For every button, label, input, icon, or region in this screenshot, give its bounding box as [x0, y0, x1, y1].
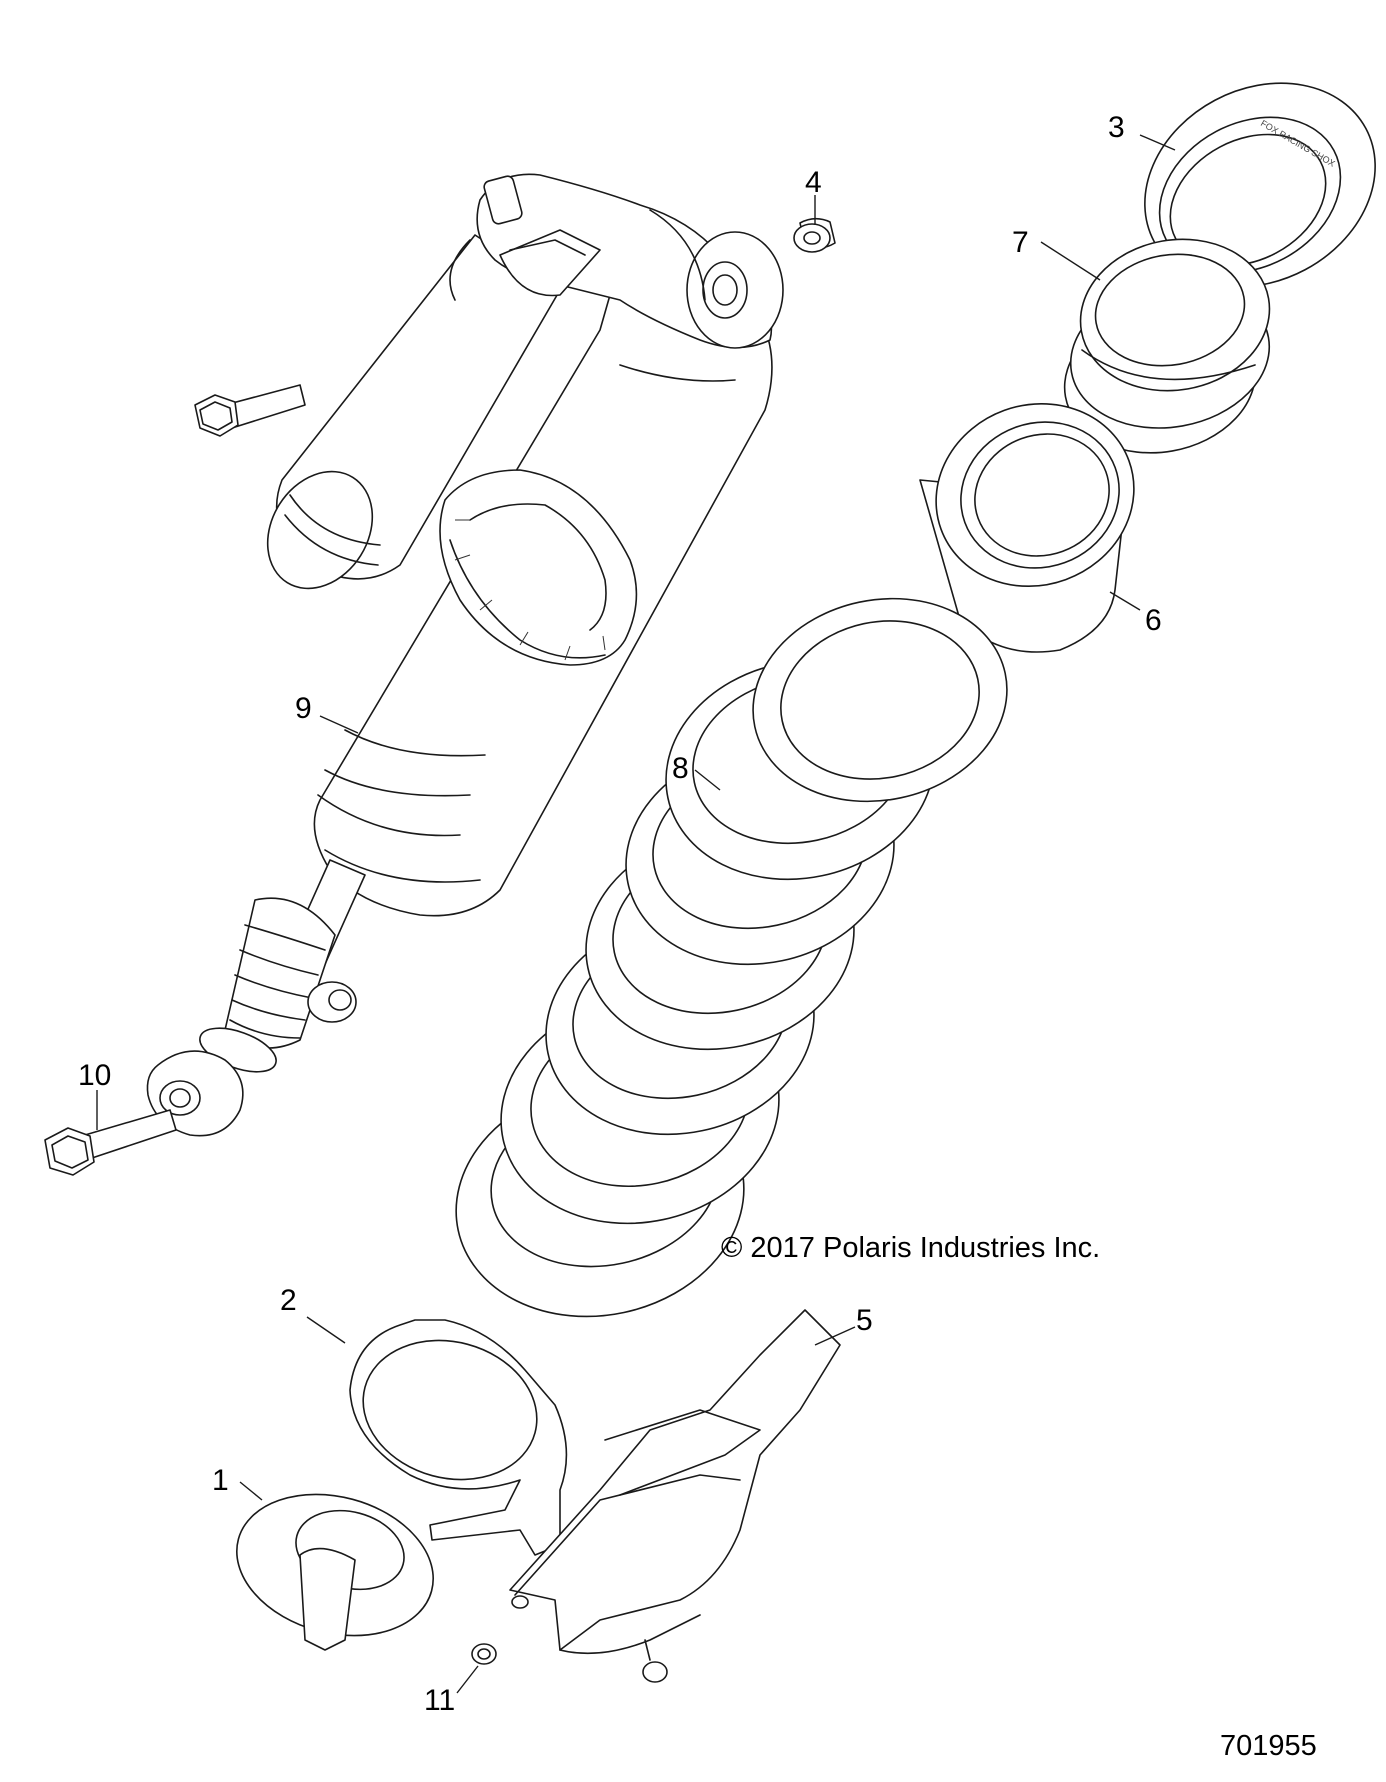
figure-number: 701955 [1220, 1730, 1317, 1762]
retainer-clip-part-2 [349, 1319, 568, 1556]
guard-screw [642, 1639, 668, 1683]
spring-cup-part-1 [236, 1493, 434, 1651]
reservoir-canister [266, 234, 561, 590]
lower-mounting-bolt [44, 1109, 177, 1176]
copyright-notice: © 2017 Polaris Industries Inc. [721, 1232, 1101, 1264]
bushing-part-4 [793, 217, 836, 253]
preload-collar [439, 469, 638, 666]
guard-part-5 [509, 1309, 841, 1655]
callout-9: 9 [295, 692, 312, 725]
callout-3: 3 [1108, 111, 1125, 144]
callout-1: 1 [212, 1464, 229, 1497]
callout-10: 10 [78, 1059, 111, 1092]
screw-part-11 [471, 1643, 497, 1665]
callout-leaders [96, 134, 1176, 1694]
callout-11: 11 [424, 1684, 455, 1717]
spring-spacer-part-6 [919, 402, 1135, 653]
bump-stop-bellows [224, 897, 336, 1049]
callout-4: 4 [805, 166, 822, 199]
spring-seat-part-3: FOX RACING SHOX [1144, 82, 1376, 288]
coil-spring-part-8 [455, 597, 1008, 1318]
callout-6: 6 [1145, 604, 1162, 637]
shock-head [476, 173, 784, 349]
callout-7: 7 [1012, 226, 1029, 259]
shock-absorber-assembly [146, 173, 784, 1137]
eye-bushing [307, 981, 357, 1023]
callout-5: 5 [856, 1304, 873, 1337]
upper-mounting-bolt [194, 384, 306, 437]
callout-2: 2 [280, 1284, 297, 1317]
bump-stop-part-7 [1063, 238, 1271, 454]
callout-8: 8 [672, 752, 689, 785]
callout-numbers: 1 2 3 4 5 6 7 8 9 10 11 [78, 111, 1162, 1717]
